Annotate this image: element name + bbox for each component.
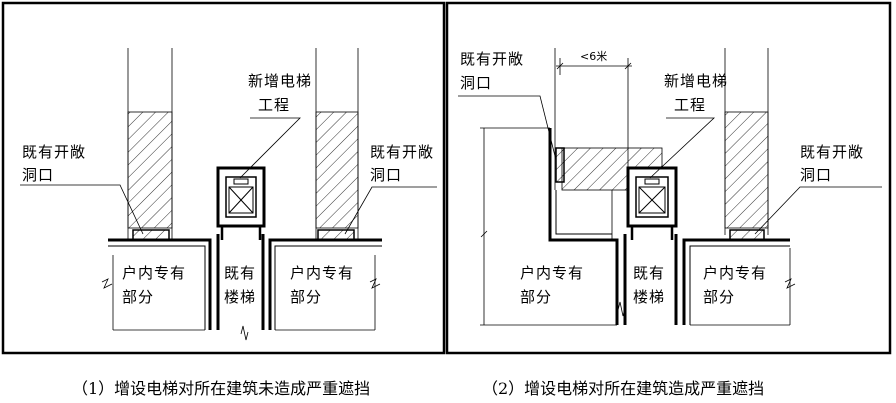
panel-2-hatched-wall-right [724,111,769,229]
panel-2-elevator [626,166,678,240]
panel-2-elevator-label-line2: 工程 [674,96,706,114]
panel-1-hatched-wall-right [315,111,359,229]
panel-2-elevator-label-line1: 新增电梯 [664,72,728,90]
panel-1-opening-right-line2: 洞口 [370,166,402,184]
panel-2-opening-left [555,147,565,183]
panel-1-opening-left-line2: 洞口 [22,166,54,184]
panel-2-unit-right-line2: 部分 [703,288,735,306]
panel-1-unit-left-line2: 部分 [122,288,154,306]
panel-1-caption: （1）增设电梯对所在建筑未造成严重遮挡 [72,379,370,398]
panel-1-elevator [216,166,266,240]
panel-2-break-marks [617,278,796,317]
panel-2-unit-left-line1: 户内专有 [520,264,584,282]
panel-2-unit-right-line1: 户内专有 [703,264,767,282]
panel-2-opening-left-line2: 洞口 [460,74,492,92]
panel-1-elevator-label-line2: 工程 [258,96,290,114]
panel-1-elevator-label-line1: 新增电梯 [248,72,312,90]
panel-1-corridor-wall [108,234,382,330]
panel-2-frame [445,1,892,355]
panel-1-unit-left-line1: 户内专有 [122,264,186,282]
panel-2-dimension-text: <6米 [580,50,607,63]
panel-2: <6米 [445,1,892,355]
panel-2-opening-left-line1: 既有开敞 [460,50,524,68]
panel-2-opening-right-line1: 既有开敞 [800,143,864,161]
panel-2-leaders [458,95,882,235]
panel-2-stair-line2: 楼梯 [633,288,665,306]
panel-1-hatched-wall-left [127,111,173,229]
panel-1-frame [1,1,446,355]
panel-2-opening-right-line2: 洞口 [800,166,832,184]
panel-1-stair-line1: 既有 [224,264,256,282]
panel-1-stair-line2: 楼梯 [224,288,256,306]
panel-1-unit-right-line1: 户内专有 [290,264,354,282]
panel-2-unit-left-line2: 部分 [520,288,552,306]
panel-1-leaders [20,117,437,235]
panel-2-caption: （2）增设电梯对所在建筑造成严重遮挡 [482,379,764,398]
panel-1: 既有开敞 洞口 新增电梯 工程 既有开敞 洞口 户内专有 部分 既有 楼梯 户内… [1,1,446,355]
panel-1-opening-right-line1: 既有开敞 [370,143,434,161]
panel-1-unit-right-line2: 部分 [290,288,322,306]
panel-1-break-marks [101,278,381,341]
panel-1-opening-left-line1: 既有开敞 [22,143,86,161]
panel-2-stair-line1: 既有 [633,264,665,282]
panel-2-corridor-wall [548,128,790,325]
